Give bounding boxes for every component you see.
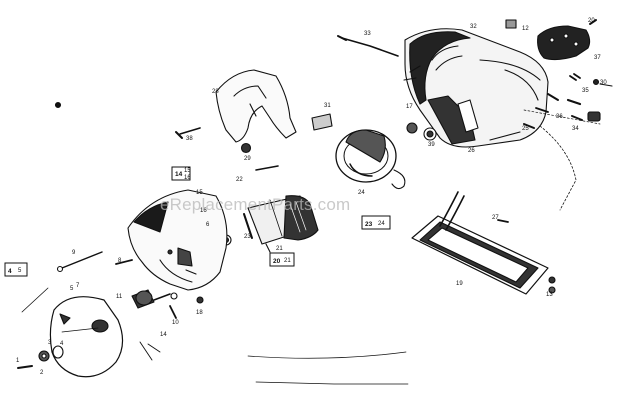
- part-8: 8: [118, 258, 122, 264]
- part-7: 7: [76, 283, 80, 289]
- boxed-callouts: 14 15 16 4 5 20 21 23 24: [4, 166, 391, 277]
- part-23: 23: [244, 234, 251, 240]
- part-20: 20: [588, 18, 595, 24]
- part-13: 13: [546, 292, 553, 298]
- part-14: 14: [160, 332, 167, 338]
- motor-bracket: [215, 69, 297, 154]
- part-3: 3: [48, 340, 52, 346]
- part-12: 12: [522, 26, 529, 32]
- boxed-20: 20: [273, 258, 281, 265]
- loose-screw-dot: [54, 101, 62, 109]
- part-34: 34: [572, 126, 579, 132]
- part-4: 4: [60, 341, 64, 347]
- boxed-15: 15: [184, 168, 191, 174]
- boxed-24: 24: [378, 221, 385, 227]
- armature: [220, 195, 319, 253]
- part-33: 33: [364, 31, 371, 37]
- boxed-5: 5: [18, 268, 22, 274]
- part-10: 10: [172, 320, 179, 326]
- boxed-23: 23: [365, 221, 373, 228]
- boxed-21: 21: [284, 258, 291, 264]
- field-coil: [335, 129, 406, 190]
- part-29: 29: [244, 156, 251, 162]
- boxed-16: 16: [184, 175, 191, 181]
- part-17: 17: [406, 104, 413, 110]
- part-11: 11: [116, 294, 123, 300]
- part-31: 31: [324, 103, 331, 109]
- boxed-4: 4: [8, 268, 12, 275]
- cord-lever: [341, 37, 399, 57]
- spindle: [131, 289, 171, 309]
- part-9: 9: [72, 250, 76, 256]
- handle-plate: [537, 19, 597, 61]
- shoe-base: [411, 191, 549, 295]
- part-19: 19: [456, 281, 463, 287]
- part-25: 25: [522, 126, 529, 132]
- part-36: 36: [556, 114, 563, 120]
- part-16: 16: [200, 208, 207, 214]
- part-27: 27: [492, 215, 499, 221]
- brush-holder: [587, 111, 601, 122]
- part-callouts: 1 2 3 4 5 6 7 8 9 10 11 12 13 14 15 16 1…: [16, 18, 607, 376]
- part-35: 35: [582, 88, 589, 94]
- saw-blade: [49, 296, 124, 378]
- part-28: 28: [212, 89, 219, 95]
- part-15: 15: [196, 190, 203, 196]
- part-24: 24: [358, 190, 365, 196]
- upper-housing: [403, 28, 549, 148]
- part-26: 26: [468, 148, 475, 154]
- part-39: 39: [428, 142, 435, 148]
- part-30: 30: [600, 80, 607, 86]
- part-18: 18: [196, 310, 203, 316]
- part-21: 21: [276, 246, 283, 252]
- part-37: 37: [594, 55, 601, 61]
- part-5: 5: [70, 286, 74, 292]
- part-32: 32: [470, 24, 477, 30]
- part-2: 2: [40, 370, 44, 376]
- part-22: 22: [236, 177, 243, 183]
- blade-guard: [127, 189, 228, 291]
- part-6: 6: [206, 222, 210, 228]
- part-1: 1: [16, 358, 20, 364]
- part-38: 38: [186, 136, 193, 142]
- part-13-block: [505, 19, 517, 29]
- boxed-14: 14: [175, 171, 183, 178]
- watermark: eReplacementParts.com: [160, 195, 350, 214]
